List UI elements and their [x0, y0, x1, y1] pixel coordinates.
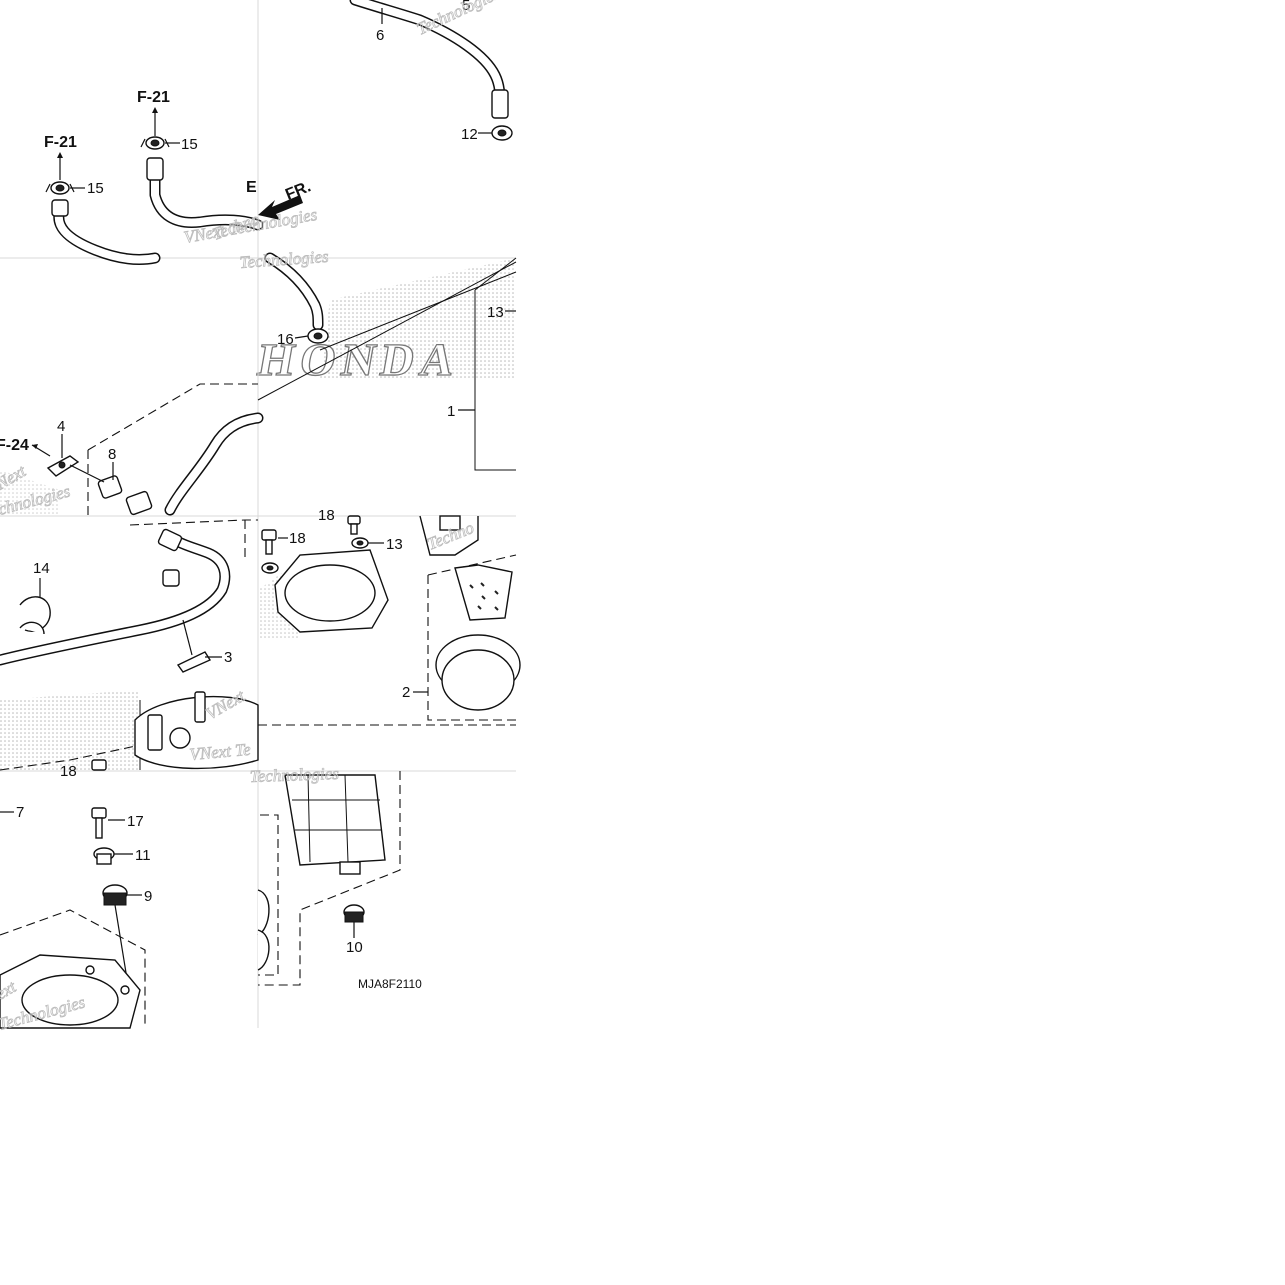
tile-seams — [0, 0, 516, 1028]
bolt-18-a — [261, 529, 277, 555]
washer-13-b — [261, 562, 279, 574]
callout-7: 7 — [16, 804, 24, 821]
bolt-18-b — [347, 515, 361, 535]
hose-connector — [157, 528, 183, 587]
callout-13-mid: 13 — [386, 536, 403, 553]
ref-f21-left: F-21 — [44, 134, 77, 180]
callout-leaders — [0, 8, 516, 938]
callout-4: 4 — [57, 418, 65, 435]
pump-body — [284, 774, 386, 875]
fuel-filter — [454, 564, 513, 621]
callout-6: 6 — [376, 27, 384, 44]
callout-16: 16 — [277, 331, 294, 348]
callout-2: 2 — [402, 684, 410, 701]
pump-flange — [134, 691, 259, 770]
callout-18-mid: 18 — [289, 530, 306, 547]
bolt-17 — [91, 807, 107, 839]
callout-3: 3 — [224, 649, 232, 666]
set-plate — [274, 549, 389, 633]
callout-11: 11 — [135, 847, 151, 864]
lower-flange — [0, 954, 141, 1029]
clip-14 — [19, 578, 51, 635]
joint-3 — [176, 619, 212, 673]
connector-4 — [46, 455, 80, 477]
callout-15-left: 15 — [87, 180, 104, 197]
callout-18-low: 18 — [60, 763, 77, 780]
callout-13-top: 13 — [487, 304, 504, 321]
ref-f24: F-24 — [0, 437, 51, 457]
collar-11 — [93, 847, 115, 865]
svg-text:F-24: F-24 — [0, 437, 29, 454]
clamp-15-right — [140, 136, 170, 150]
callout-9: 9 — [144, 888, 152, 905]
washer-13 — [351, 537, 369, 549]
svg-text:Technologies: Technologies — [414, 0, 503, 39]
svg-text:Techno: Techno — [210, 209, 262, 243]
hose-16 — [264, 252, 324, 331]
breather-hose-right — [146, 157, 264, 231]
clamp-15-left — [45, 181, 75, 195]
fuel-hose-upper — [164, 412, 264, 516]
grommet-9 — [102, 884, 129, 986]
callout-10: 10 — [346, 939, 363, 956]
bracket — [419, 515, 479, 556]
honda-watermark: HONDA — [254, 335, 464, 386]
ref-f21-right: F-21 — [137, 89, 170, 136]
clamp-16 — [307, 328, 329, 344]
svg-text:Technologies: Technologies — [249, 764, 339, 786]
callout-labels: 5 6 12 15 15 13 16 1 4 8 18 18 13 14 3 2… — [16, 0, 504, 956]
diagram-code: MJA8F2110 — [358, 977, 422, 991]
callout-5: 5 — [462, 0, 470, 14]
strainer — [257, 889, 270, 971]
ref-e: E — [246, 179, 257, 196]
fuel-hose-main — [0, 534, 231, 666]
callout-14: 14 — [33, 560, 50, 577]
bolt-18-c — [91, 759, 107, 771]
joint-8 — [69, 464, 153, 516]
grommet-10 — [343, 904, 365, 923]
breather-hose-left — [51, 199, 161, 266]
svg-text:F-21: F-21 — [137, 89, 170, 106]
callout-18-top: 18 — [318, 507, 335, 524]
breather-hose-6 — [349, 0, 509, 119]
callout-1: 1 — [447, 403, 455, 420]
callout-17: 17 — [127, 813, 144, 830]
o-ring-2 — [435, 634, 521, 711]
svg-text:FR.: FR. — [283, 178, 313, 203]
svg-text:Technologies: Technologies — [239, 247, 330, 272]
callout-15-right: 15 — [181, 136, 198, 153]
callout-12: 12 — [461, 126, 478, 143]
svg-text:F-21: F-21 — [44, 134, 77, 151]
clamp-12 — [491, 125, 513, 141]
callout-8: 8 — [108, 446, 116, 463]
